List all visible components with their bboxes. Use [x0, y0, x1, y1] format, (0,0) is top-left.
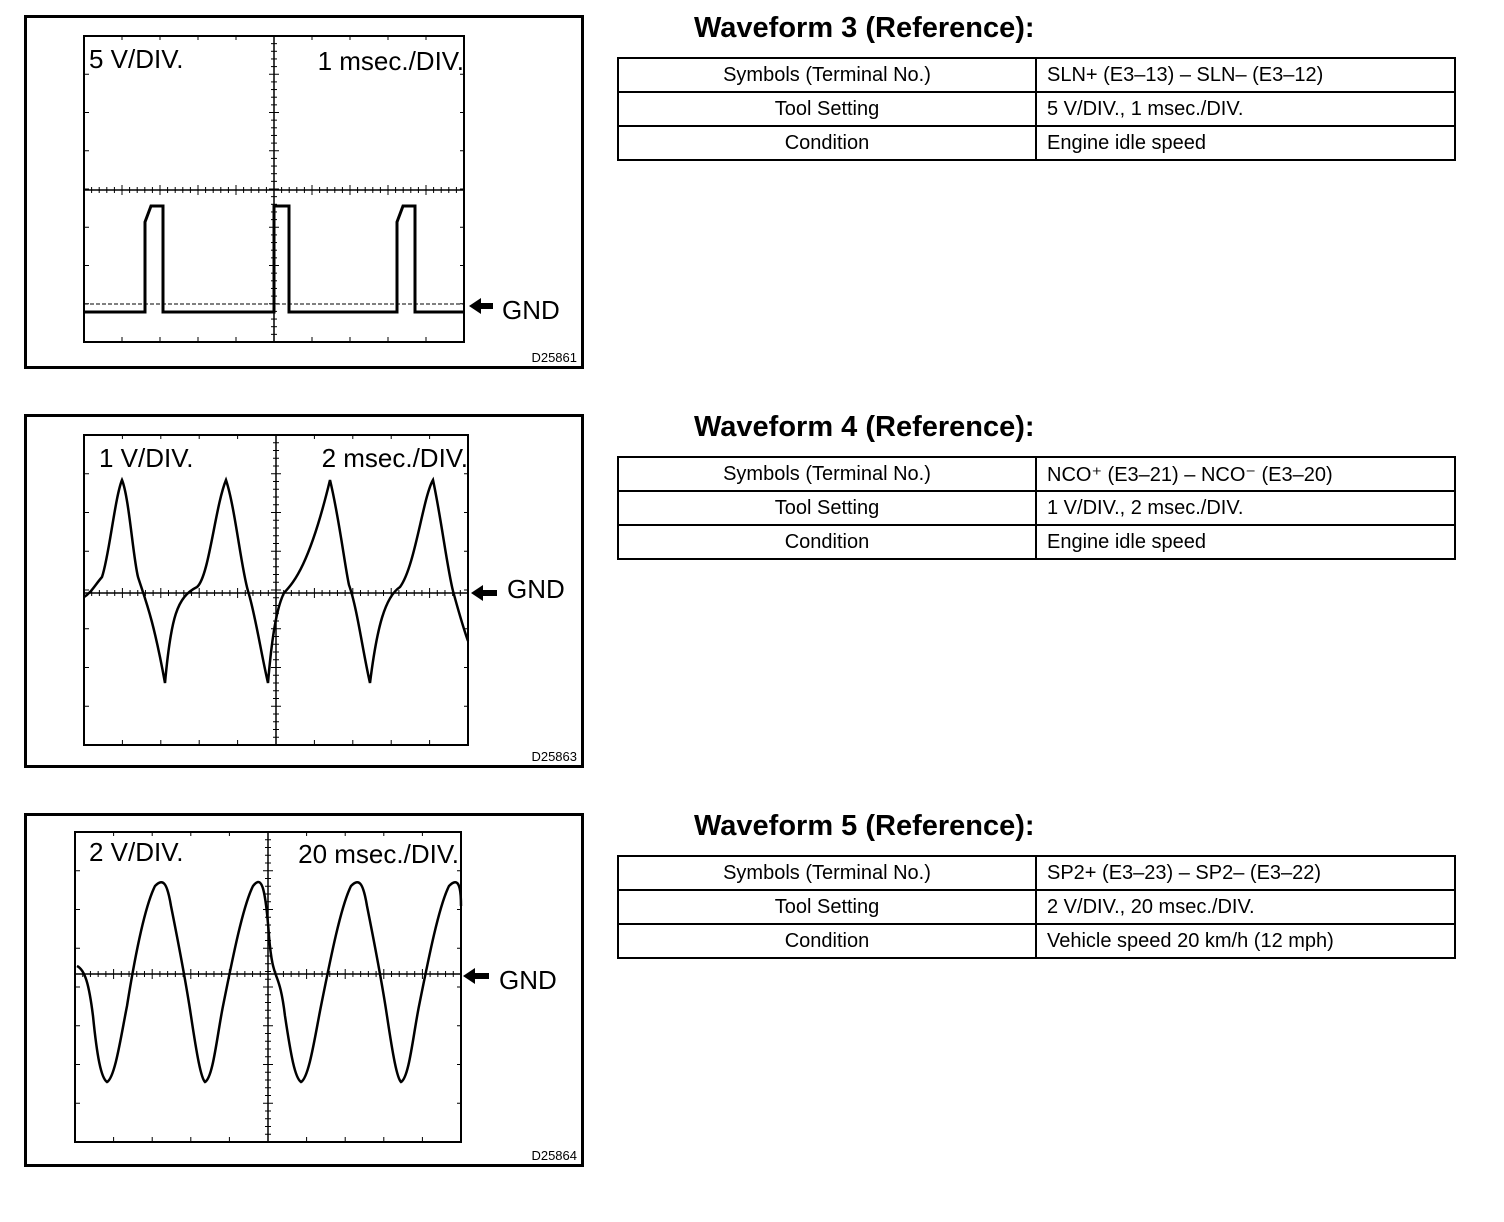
table-value: Engine idle speed — [1035, 125, 1456, 161]
table-row: Tool Setting 1 V/DIV., 2 msec./DIV. — [617, 490, 1456, 526]
scope-graticule — [75, 832, 461, 1142]
volts-per-div-label: 1 V/DIV. — [99, 443, 193, 473]
table-row: Condition Vehicle speed 20 km/h (12 mph) — [617, 923, 1456, 959]
waveform-trace — [83, 476, 470, 684]
table-key: Symbols (Terminal No.) — [617, 57, 1037, 93]
table-key: Condition — [617, 923, 1037, 959]
volts-per-div-label: 2 V/DIV. — [89, 837, 183, 867]
table-key: Symbols (Terminal No.) — [617, 456, 1037, 492]
gnd-arrow-icon — [463, 968, 489, 984]
table-row: Symbols (Terminal No.) NCO⁺ (E3–21) – NC… — [617, 456, 1456, 492]
table-value: SP2+ (E3–23) – SP2– (E3–22) — [1035, 855, 1456, 891]
volts-per-div-label: 5 V/DIV. — [89, 44, 183, 74]
table-value: Engine idle speed — [1035, 524, 1456, 560]
table-value: NCO⁺ (E3–21) – NCO⁻ (E3–20) — [1035, 456, 1456, 492]
table-row: Condition Engine idle speed — [617, 125, 1456, 161]
table-key: Tool Setting — [617, 490, 1037, 526]
spec-table-3: Symbols (Terminal No.) SLN+ (E3–13) – SL… — [617, 57, 1456, 161]
time-per-div-label: 20 msec./DIV. — [298, 839, 459, 869]
table-row: Tool Setting 2 V/DIV., 20 msec./DIV. — [617, 889, 1456, 925]
gnd-arrow-icon — [469, 298, 493, 314]
table-key: Symbols (Terminal No.) — [617, 855, 1037, 891]
table-value: SLN+ (E3–13) – SLN– (E3–12) — [1035, 57, 1456, 93]
gnd-arrow-icon — [471, 585, 497, 601]
scope-screen-5: 2 V/DIV. 20 msec./DIV. GND D25864 — [74, 831, 577, 1163]
waveform-trace — [76, 880, 463, 1084]
gnd-label: GND — [499, 965, 557, 995]
figure-code: D25861 — [531, 350, 577, 365]
table-row: Symbols (Terminal No.) SLN+ (E3–13) – SL… — [617, 57, 1456, 93]
scope-graticule — [84, 435, 468, 745]
waveform-heading-3: Waveform 3 (Reference): — [694, 12, 1035, 44]
figure-code: D25863 — [531, 749, 577, 764]
table-key: Tool Setting — [617, 91, 1037, 127]
table-row: Symbols (Terminal No.) SP2+ (E3–23) – SP… — [617, 855, 1456, 891]
gnd-label: GND — [507, 574, 565, 604]
table-value: 1 V/DIV., 2 msec./DIV. — [1035, 490, 1456, 526]
table-value: 5 V/DIV., 1 msec./DIV. — [1035, 91, 1456, 127]
table-key: Tool Setting — [617, 889, 1037, 925]
table-key: Condition — [617, 524, 1037, 560]
scope-figure-5: 2 V/DIV. 20 msec./DIV. GND D25864 — [24, 813, 584, 1167]
gnd-label: GND — [502, 295, 560, 325]
time-per-div-label: 1 msec./DIV. — [318, 46, 464, 76]
figure-code: D25864 — [531, 1148, 577, 1163]
table-value: 2 V/DIV., 20 msec./DIV. — [1035, 889, 1456, 925]
table-value: Vehicle speed 20 km/h (12 mph) — [1035, 923, 1456, 959]
spec-table-5: Symbols (Terminal No.) SP2+ (E3–23) – SP… — [617, 855, 1456, 959]
scope-screen-3: 5 V/DIV. 1 msec./DIV. GND D25861 — [83, 35, 577, 365]
table-row: Condition Engine idle speed — [617, 524, 1456, 560]
scope-figure-4: 1 V/DIV. 2 msec./DIV. GND D25863 — [24, 414, 584, 768]
spec-table-4: Symbols (Terminal No.) NCO⁺ (E3–21) – NC… — [617, 456, 1456, 560]
waveform-heading-5: Waveform 5 (Reference): — [694, 810, 1035, 842]
table-key: Condition — [617, 125, 1037, 161]
scope-figure-3: 5 V/DIV. 1 msec./DIV. GND D25861 — [24, 15, 584, 369]
waveform-trace — [84, 204, 464, 314]
waveform-heading-4: Waveform 4 (Reference): — [694, 411, 1035, 443]
table-row: Tool Setting 5 V/DIV., 1 msec./DIV. — [617, 91, 1456, 127]
scope-screen-4: 1 V/DIV. 2 msec./DIV. GND D25863 — [83, 434, 577, 764]
time-per-div-label: 2 msec./DIV. — [322, 443, 468, 473]
